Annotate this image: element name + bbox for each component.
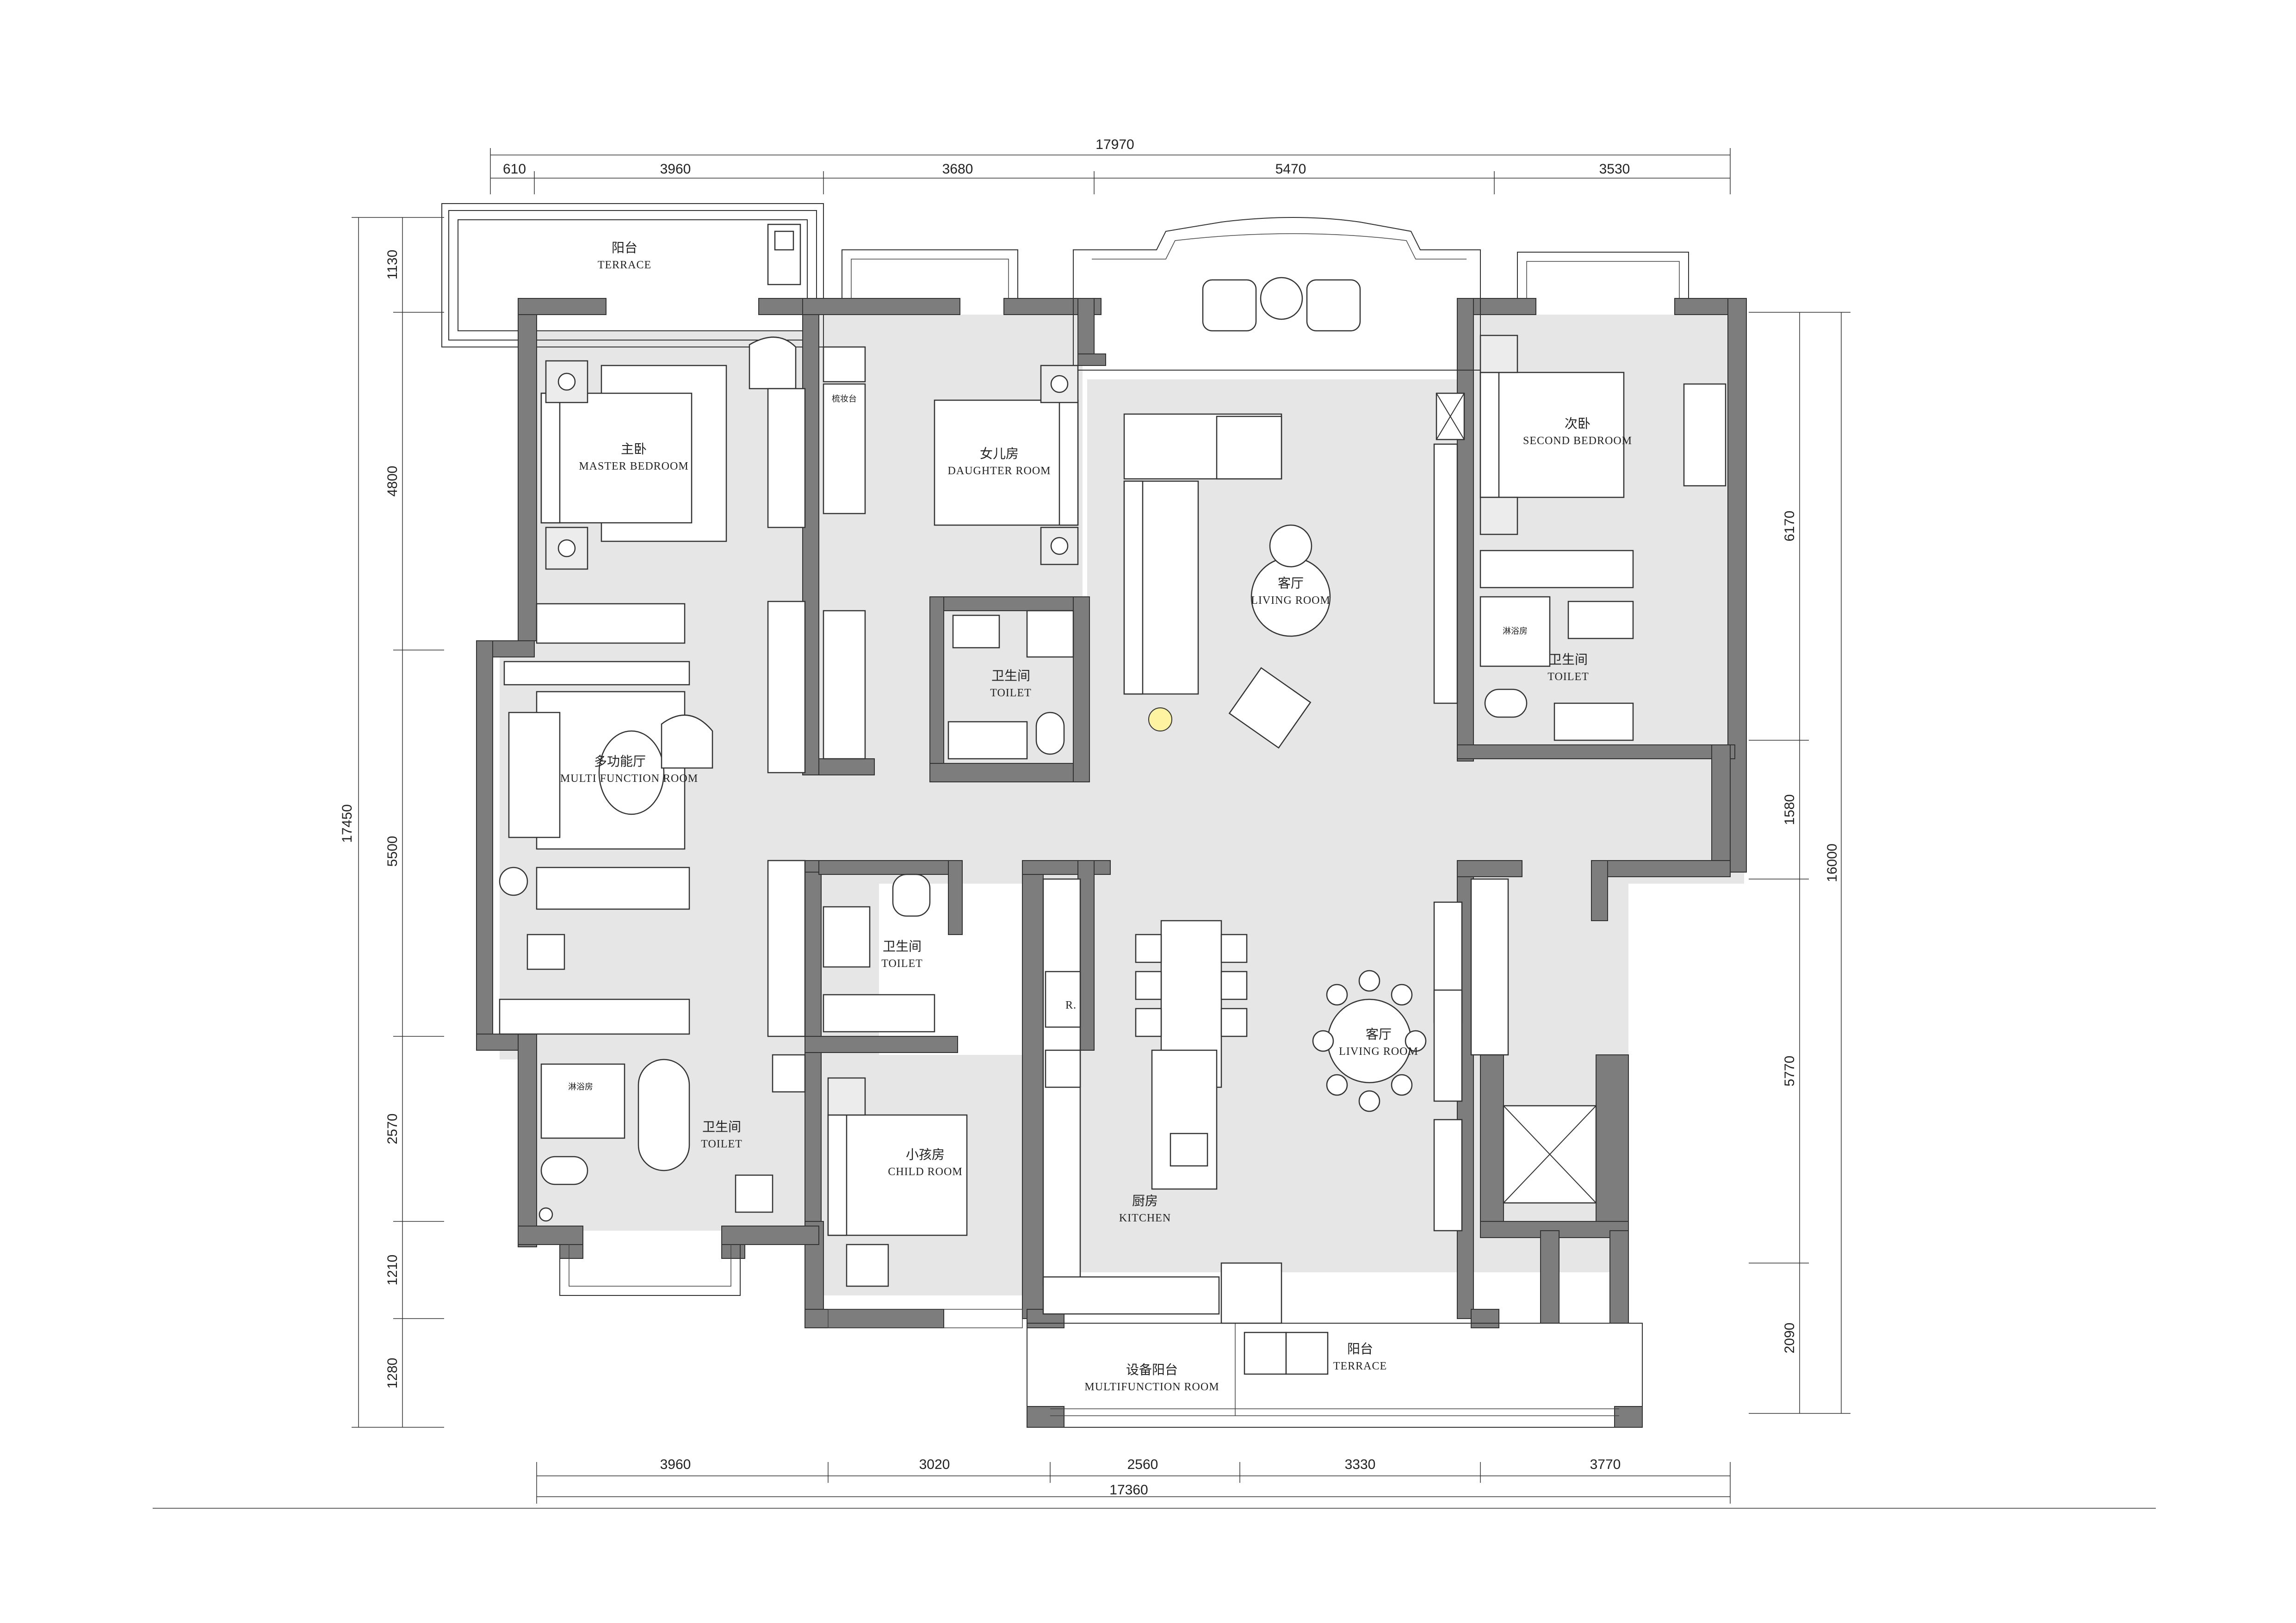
master-bedroom-label-en: MASTER BEDROOM (579, 460, 688, 472)
room-labels: 阳台 TERRACE 主卧 MASTER BEDROOM 梳妆台 女儿房 DAU… (560, 240, 1632, 1393)
dim-bottom-5: 3770 (1590, 1457, 1621, 1472)
dim-bottom-3: 2560 (1127, 1457, 1158, 1472)
dim-left-6: 1280 (385, 1358, 400, 1389)
dimension-labels: 17970 610 3960 3680 5470 3530 3960 3020 … (340, 137, 1840, 1498)
kitchen-label-en: KITCHEN (1119, 1212, 1171, 1224)
dim-right-1: 6170 (1782, 511, 1797, 542)
toilet-daughter-label-en: TOILET (990, 687, 1032, 699)
toilet-second-label-cn: 卫生间 (1549, 652, 1588, 667)
dim-top-5: 3530 (1599, 161, 1630, 177)
dim-right-3: 5770 (1782, 1056, 1797, 1087)
walls (441, 203, 1747, 1428)
daughter-room-label-en: DAUGHTER ROOM (948, 465, 1051, 477)
living-room-lower-label-en: LIVING ROOM (1339, 1046, 1418, 1058)
shower-master-label: 淋浴房 (568, 1082, 593, 1092)
dim-left-2: 4800 (385, 466, 400, 497)
dim-bottom-2: 3020 (919, 1457, 950, 1472)
terrace-bottom-label-cn: 阳台 (1347, 1341, 1373, 1357)
dim-top-4: 5470 (1275, 161, 1306, 177)
living-room-upper-label-cn: 客厅 (1278, 576, 1304, 591)
toilet-daughter-label-cn: 卫生间 (991, 668, 1030, 683)
multi-function-room-label-cn: 多功能厅 (594, 754, 646, 769)
toilet-middle-label-cn: 卫生间 (883, 939, 922, 954)
dim-right-total: 16000 (1825, 843, 1840, 882)
dim-top-2: 3960 (660, 161, 691, 177)
furniture (499, 223, 1727, 1375)
dim-top-total: 17970 (1095, 137, 1134, 152)
toilet-second-label-en: TOILET (1547, 671, 1589, 683)
dim-bottom-4: 3330 (1345, 1457, 1376, 1472)
dim-top-1: 610 (503, 161, 526, 177)
toilet-middle-label-en: TOILET (881, 958, 923, 970)
dim-left-4: 2570 (385, 1114, 400, 1145)
dim-left-3: 5500 (385, 836, 400, 867)
dim-left-total: 17450 (340, 804, 355, 842)
dim-top-3: 3680 (942, 161, 973, 177)
dim-bottom-total: 17360 (1109, 1482, 1148, 1498)
toilet-master-label-cn: 卫生间 (702, 1119, 741, 1134)
equipment-balcony-label-cn: 设备阳台 (1126, 1362, 1178, 1377)
child-room-label-en: CHILD ROOM (888, 1166, 962, 1178)
master-bedroom-label-cn: 主卧 (621, 441, 647, 457)
toilet-master-label-en: TOILET (701, 1138, 743, 1150)
dim-bottom-1: 3960 (660, 1457, 691, 1472)
shower-second-label: 淋浴房 (1503, 626, 1528, 636)
dim-right-2: 1580 (1782, 794, 1797, 825)
balconies (559, 217, 1689, 1428)
dressing-table-label: 梳妆台 (832, 394, 857, 404)
fridge-label: R. (1065, 999, 1077, 1011)
second-bedroom-label-en: SECOND BEDROOM (1523, 435, 1632, 447)
second-bedroom-label-cn: 次卧 (1565, 416, 1590, 431)
daughter-room-label-cn: 女儿房 (980, 446, 1019, 461)
dimension-lines (153, 148, 2156, 1509)
dim-left-5: 1210 (385, 1255, 400, 1286)
kitchen-label-cn: 厨房 (1132, 1193, 1158, 1208)
dim-left-1: 1130 (385, 250, 400, 280)
equipment-balcony-label-en: MULTIFUNCTION ROOM (1084, 1381, 1219, 1393)
terrace-top-label-cn: 阳台 (612, 240, 637, 255)
multi-function-room-label-en: MULTI FUNCTION ROOM (560, 773, 698, 785)
living-room-lower-label-cn: 客厅 (1366, 1027, 1392, 1042)
terrace-top-label-en: TERRACE (598, 259, 651, 271)
terrace-bottom-label-en: TERRACE (1333, 1360, 1387, 1372)
child-room-label-cn: 小孩房 (906, 1147, 945, 1162)
dim-right-4: 2090 (1782, 1323, 1797, 1354)
living-room-upper-label-en: LIVING ROOM (1251, 595, 1331, 607)
